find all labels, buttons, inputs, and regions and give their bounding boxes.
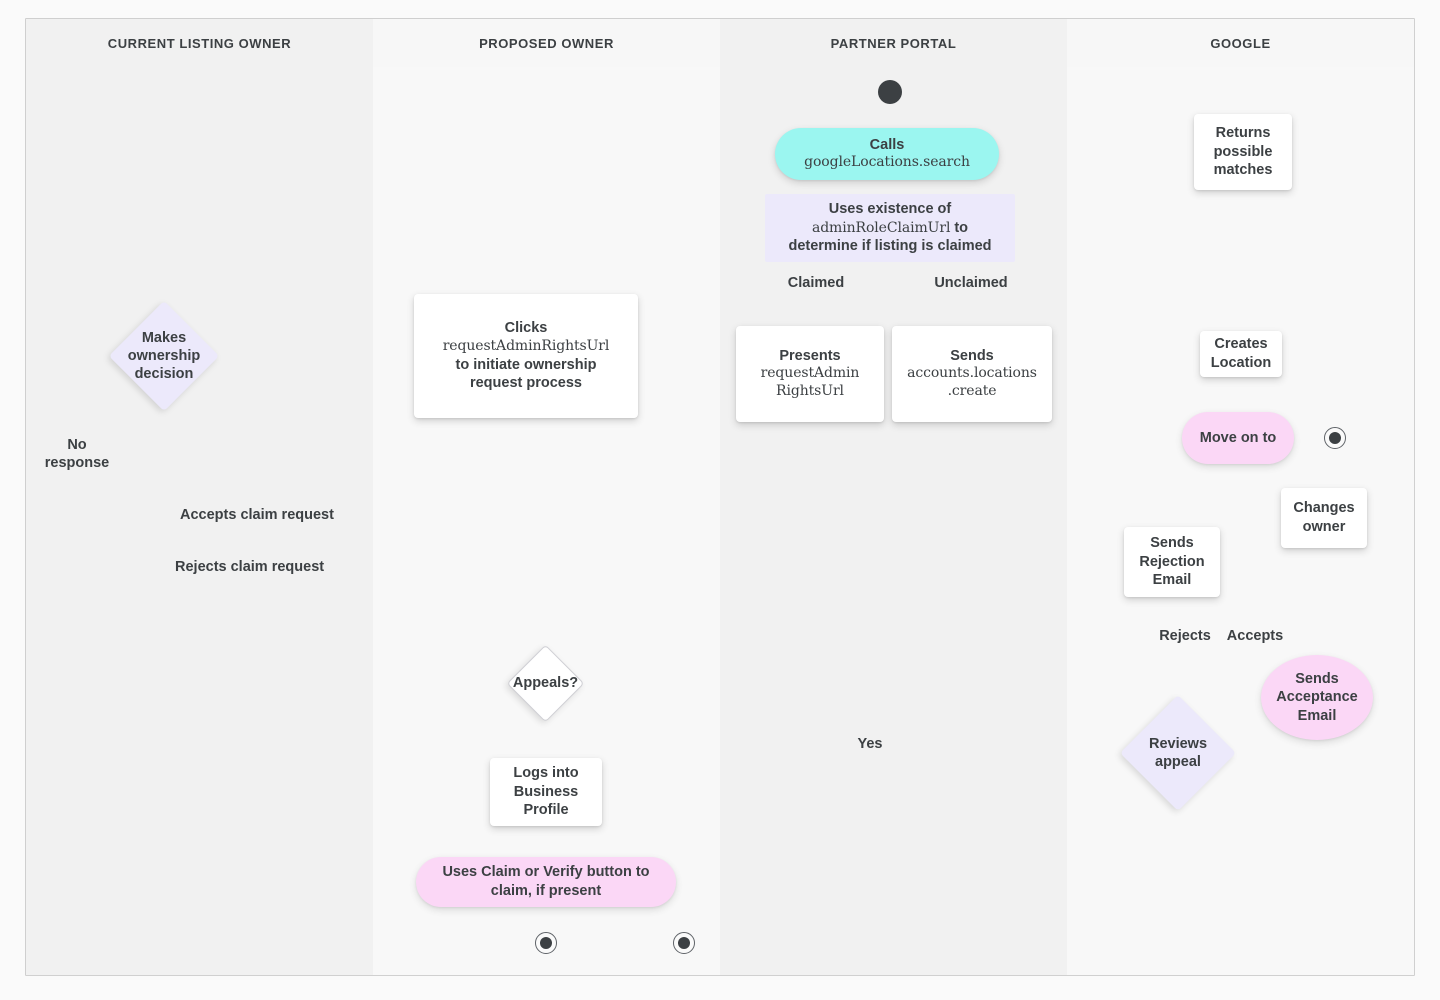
- node-appeals-decision[interactable]: Appeals?: [506, 644, 585, 723]
- node-makes-ownership-decision[interactable]: Makes ownership decision: [108, 300, 220, 412]
- lane-header-google: GOOGLE: [1067, 19, 1414, 67]
- node-line-returns: Returns: [1215, 125, 1271, 142]
- node-logs-into-business-profile[interactable]: Logs into Business Profile: [490, 758, 602, 826]
- node-line-appeal: appeal: [1155, 754, 1201, 770]
- node-line-email-acceptance: Email: [1297, 707, 1337, 724]
- node-line-changes: Changes: [1293, 500, 1355, 517]
- edge-label-yes: Yes: [845, 735, 895, 753]
- diamond-label-reviews-appeal: Reviews appeal: [1117, 712, 1239, 794]
- node-uses-claim-or-verify-button[interactable]: Uses Claim or Verify button to claim, if…: [416, 857, 676, 907]
- node-line-acceptance: Acceptance: [1276, 689, 1358, 706]
- node-line-adminroleclaimurl-to: adminRoleClaimUrl to: [811, 219, 969, 236]
- lane-body-current-listing-owner: [26, 67, 373, 975]
- lane-header-partner-portal: PARTNER PORTAL: [720, 19, 1067, 67]
- node-line-accounts-locations: accounts.locations: [907, 365, 1037, 382]
- node-line-claim-if-present: claim, if present: [490, 883, 602, 899]
- node-line-determine-if-listing-is-claimed: determine if listing is claimed: [788, 238, 992, 255]
- node-sends-rejection-email[interactable]: Sends Rejection Email: [1124, 527, 1220, 597]
- edge-label-accepts-text: Accepts: [1226, 628, 1284, 644]
- node-line-request-process: request process: [469, 375, 582, 392]
- edge-label-accepts: Accepts: [1218, 627, 1292, 645]
- edge-label-no-response-line2: response: [44, 455, 110, 472]
- node-line-clicks: Clicks: [504, 320, 548, 337]
- node-line-owner: owner: [1302, 519, 1346, 535]
- lane-header-proposed-owner: PROPOSED OWNER: [373, 19, 720, 67]
- edge-label-accepts-claim-request-text: Accepts claim request: [180, 507, 334, 523]
- node-line-decision: decision: [134, 366, 194, 383]
- lane-label-google: GOOGLE: [1210, 35, 1271, 51]
- node-line-creates: Creates: [1214, 336, 1268, 353]
- node-line-makes: Makes: [141, 329, 187, 346]
- node-line-email-rejection: Email: [1152, 572, 1192, 589]
- node-returns-possible-matches[interactable]: Returns possible matches: [1194, 114, 1292, 190]
- edge-label-rejects-claim-request: Rejects claim request: [175, 558, 375, 576]
- node-line-create: .create: [947, 383, 997, 400]
- node-changes-owner[interactable]: Changes owner: [1281, 488, 1367, 548]
- lane-label-partner-portal: PARTNER PORTAL: [830, 35, 957, 51]
- node-line-move-on-to: Move on to: [1199, 429, 1277, 446]
- node-line-sends: Sends: [950, 347, 994, 364]
- node-line-requestadmin: requestAdmin: [760, 365, 860, 382]
- end-node-partner-portal: [673, 932, 695, 954]
- node-line-presents: Presents: [779, 347, 841, 364]
- node-line-possible: possible: [1213, 143, 1273, 160]
- node-line-profile: Profile: [523, 802, 569, 819]
- lane-body-proposed-owner: [373, 67, 720, 975]
- node-line-googlelocations-search: googleLocations.search: [804, 154, 970, 171]
- node-reviews-appeal[interactable]: Reviews appeal: [1120, 695, 1236, 811]
- node-line-calls: Calls: [869, 136, 905, 153]
- end-node-google: [1324, 427, 1346, 449]
- node-line-location: Location: [1210, 355, 1272, 371]
- edge-label-rejects-claim-request-text: Rejects claim request: [175, 559, 325, 575]
- lane-header-current-listing-owner: CURRENT LISTING OWNER: [26, 19, 373, 67]
- edge-label-claimed-text: Claimed: [787, 275, 845, 291]
- edge-label-rejects: Rejects: [1150, 627, 1220, 645]
- edge-label-no-response: No response: [25, 436, 129, 472]
- node-line-rightsurl: RightsUrl: [776, 383, 844, 400]
- node-line-rejection: Rejection: [1139, 553, 1205, 570]
- diamond-label-appeals: Appeals?: [493, 656, 598, 711]
- start-node: [878, 80, 902, 104]
- node-line-requestadminrightsurl: requestAdminRightsUrl: [442, 337, 610, 354]
- node-line-sends-rejection: Sends: [1150, 535, 1194, 552]
- node-presents-requestadminrightsurl[interactable]: Presents requestAdmin RightsUrl: [736, 326, 884, 422]
- lane-label-proposed-owner: PROPOSED OWNER: [479, 35, 614, 51]
- edge-label-unclaimed-text: Unclaimed: [934, 275, 1008, 291]
- node-sends-acceptance-email[interactable]: Sends Acceptance Email: [1261, 655, 1373, 740]
- node-move-on-to[interactable]: Move on to: [1182, 412, 1294, 464]
- node-line-uses-claim-or-verify: Uses Claim or Verify button to: [442, 864, 650, 881]
- node-line-sends-acceptance: Sends: [1295, 670, 1339, 687]
- node-line-logs-into: Logs into: [513, 765, 579, 782]
- node-line-uses-existence-of: Uses existence of: [828, 201, 952, 217]
- node-creates-location[interactable]: Creates Location: [1200, 331, 1282, 377]
- edge-label-unclaimed: Unclaimed: [921, 274, 1021, 292]
- node-line-business: Business: [513, 783, 579, 800]
- node-calls-googlelocations-search[interactable]: Calls googleLocations.search: [775, 128, 999, 180]
- diamond-label-makes-ownership-decision: Makes ownership decision: [91, 317, 237, 395]
- node-line-to-initiate-ownership: to initiate ownership: [455, 356, 597, 373]
- edge-label-accepts-claim-request: Accepts claim request: [180, 506, 380, 524]
- node-line-matches: matches: [1213, 162, 1273, 179]
- edge-label-yes-text: Yes: [857, 736, 883, 752]
- node-uses-existence-of-adminroleclaimurl[interactable]: Uses existence of adminRoleClaimUrl to d…: [765, 194, 1015, 262]
- edge-label-no-response-line1: No: [67, 437, 87, 453]
- node-line-ownership: ownership: [127, 347, 201, 364]
- lane-label-current-listing-owner: CURRENT LISTING OWNER: [107, 35, 292, 51]
- node-line-reviews: Reviews: [1148, 735, 1208, 752]
- node-clicks-requestadminrightsurl[interactable]: Clicks requestAdminRightsUrl to initiate…: [414, 294, 638, 418]
- node-line-appeals: Appeals?: [512, 675, 579, 692]
- edge-label-rejects-text: Rejects: [1159, 628, 1211, 644]
- end-node-proposed-owner: [535, 932, 557, 954]
- edge-label-claimed: Claimed: [780, 274, 852, 292]
- node-sends-accounts-locations-create[interactable]: Sends accounts.locations .create: [892, 326, 1052, 422]
